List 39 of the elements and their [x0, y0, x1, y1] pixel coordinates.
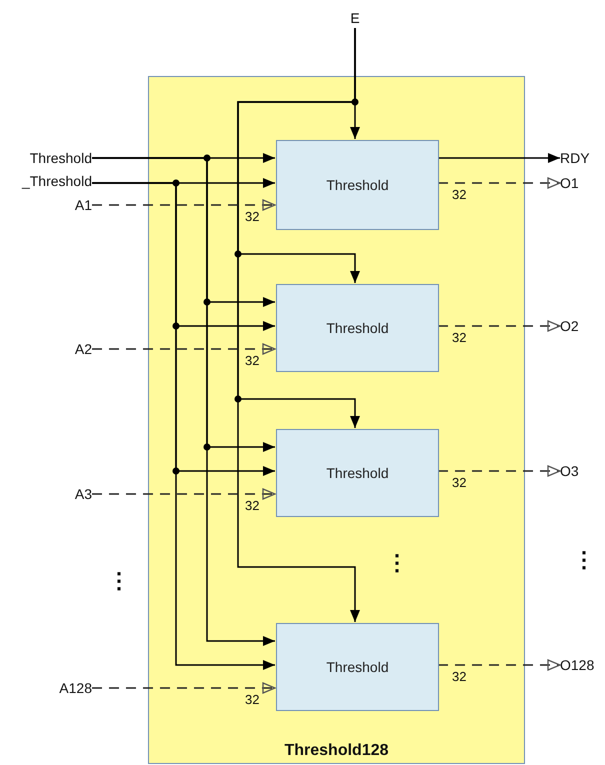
signal-name: Threshold	[8, 150, 92, 166]
ellipsis-mark: ⋮	[573, 549, 595, 571]
bus-width-label: 32	[245, 210, 260, 224]
bus-width-label: 32	[245, 354, 260, 368]
signal-name: O1	[560, 175, 600, 191]
signal-name: A3	[40, 486, 92, 502]
bus-width-label: 32	[245, 693, 260, 707]
module-frame	[148, 76, 525, 764]
signal-name: E	[345, 10, 365, 28]
bus-width-label: 32	[452, 476, 466, 490]
signal-name: RDY	[560, 150, 602, 166]
threshold-block: Threshold	[276, 429, 439, 517]
signal-name: O2	[560, 318, 600, 334]
ellipsis-mark: ⋮	[108, 570, 130, 592]
signal-name: A1	[40, 197, 92, 213]
bus-arrow	[92, 199, 276, 211]
threshold-block: Threshold	[276, 284, 439, 372]
threshold-block: Threshold	[276, 140, 439, 230]
bus-arrow	[92, 343, 276, 355]
bus-arrow	[438, 659, 561, 671]
bus-arrow	[438, 465, 561, 477]
signal-name: A128	[40, 680, 92, 696]
bus-width-label: 32	[245, 499, 260, 513]
signal-name: O3	[560, 463, 600, 479]
bus-width-label: 32	[452, 188, 466, 202]
signal-name: _Threshold	[8, 173, 92, 189]
threshold-block: Threshold	[276, 623, 439, 711]
bus-arrow	[92, 682, 276, 694]
signal-arrow	[438, 153, 560, 163]
module-title: Threshold128	[283, 742, 390, 760]
signal-name: O128	[560, 657, 604, 673]
bus-width-label: 32	[452, 331, 466, 345]
ellipsis-mark: ⋮	[386, 552, 408, 574]
bus-arrow	[438, 177, 561, 189]
signal-arrow	[237, 28, 360, 622]
signal-name: A2	[40, 341, 92, 357]
bus-arrow	[438, 320, 561, 332]
bus-arrow	[92, 488, 276, 500]
bus-width-label: 32	[452, 670, 466, 684]
